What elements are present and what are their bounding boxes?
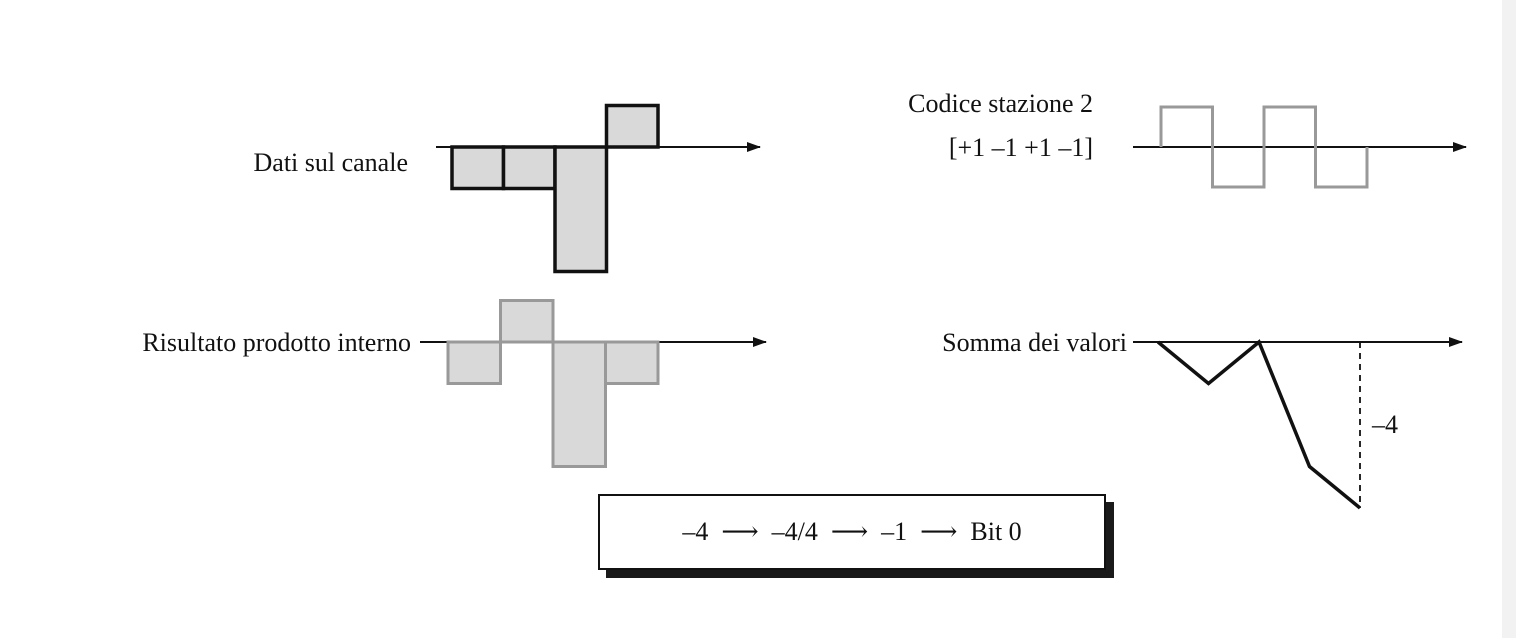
product-bar-1 — [446, 340, 502, 385]
channel-bar-2 — [501, 145, 557, 191]
result-chain: –4 ⟶ –4/4 ⟶ –1 ⟶ Bit 0 — [682, 517, 1022, 546]
product-bar-3 — [551, 340, 607, 468]
code-waveform — [1159, 105, 1369, 189]
result-box: –4 ⟶ –4/4 ⟶ –1 ⟶ Bit 0 — [598, 494, 1106, 570]
channel-bar-1 — [450, 145, 506, 191]
product-bar-4 — [604, 340, 660, 385]
product-bar-2 — [499, 299, 555, 344]
code-values-label: [+1 –1 +1 –1] — [949, 133, 1093, 162]
channel-label: Dati sul canale — [254, 148, 409, 177]
product-bars — [446, 299, 660, 468]
channel-bar-3 — [553, 145, 609, 274]
code-label: Codice stazione 2 — [908, 89, 1093, 118]
sum-annotation: –4 — [1371, 410, 1398, 439]
channel-bar-4 — [604, 103, 660, 149]
sum-label: Somma dei valori — [942, 328, 1127, 357]
scrollbar[interactable] — [1502, 0, 1516, 638]
channel-bars — [450, 103, 660, 274]
product-label: Risultato prodotto interno — [142, 328, 411, 357]
sum-line — [1156, 339, 1362, 510]
